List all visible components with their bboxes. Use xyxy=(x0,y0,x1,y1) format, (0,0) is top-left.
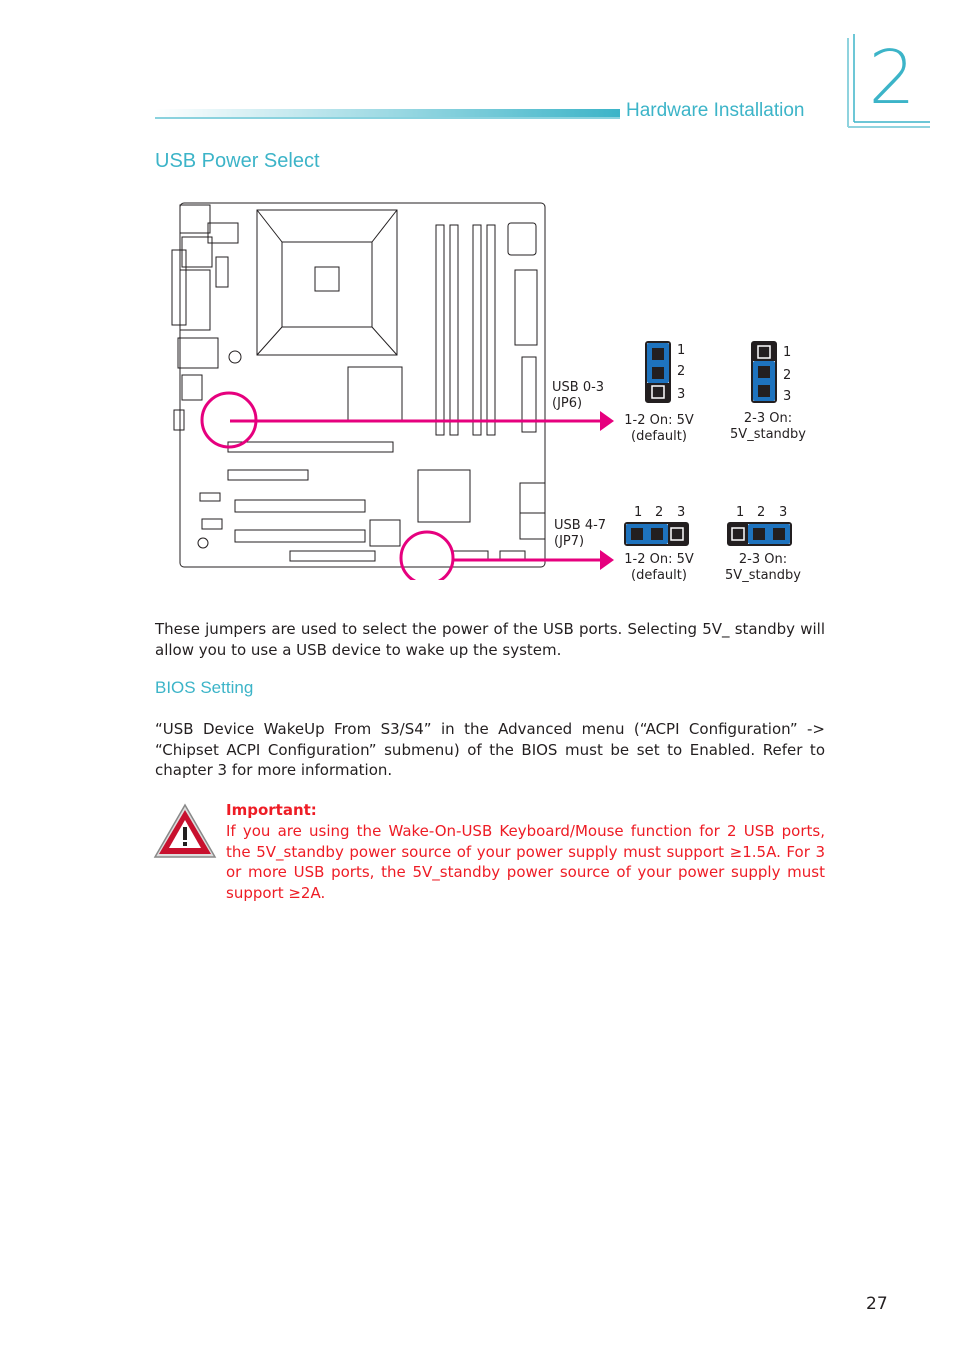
jp7-locator-circle xyxy=(399,530,455,580)
bios-paragraph: “USB Device WakeUp From S3/S4” in the Ad… xyxy=(155,720,825,779)
jp7-label-line1: USB 4-7 xyxy=(554,518,607,533)
warning-triangle-icon xyxy=(153,803,217,858)
jp6-opt1-line1: 1-2 On: 5V xyxy=(624,413,694,428)
jp6-label-line2: (JP6) xyxy=(552,396,583,411)
jp7-default-pin3-label: 3 xyxy=(677,505,686,520)
jp6-opt1-line2: (default) xyxy=(631,429,687,444)
jp6-standby-pin2-label: 2 xyxy=(783,368,792,383)
jp6-arrowhead xyxy=(600,411,614,431)
section-title: USB Power Select xyxy=(155,150,320,172)
important-label: Important: xyxy=(226,801,317,819)
motherboard-diagram xyxy=(171,202,546,580)
jp7-standby-pin3-label: 3 xyxy=(779,505,788,520)
jp7-default-pin1-label: 1 xyxy=(634,505,643,520)
jp6-jumper-default xyxy=(645,341,671,403)
jp7-opt2-line1: 2-3 On: xyxy=(738,552,788,567)
chapter-box xyxy=(847,34,930,128)
jp6-label-line1: USB 0-3 xyxy=(552,380,605,395)
jp7-default-pin2-label: 2 xyxy=(655,505,664,520)
jp7-jumper-standby xyxy=(727,522,792,546)
bios-setting-title: BIOS Setting xyxy=(155,678,254,697)
jp7-label: USB 4-7 (JP7) xyxy=(554,518,606,550)
chapter-number: 2 xyxy=(868,35,916,121)
jp6-opt2-caption: 2-3 On: 5V_standby xyxy=(718,411,818,443)
jp7-opt1-line1: 1-2 On: 5V xyxy=(624,552,694,567)
page-number: 27 xyxy=(866,1294,888,1314)
jp7-standby-pin2-label: 2 xyxy=(757,505,766,520)
jp7-jumper-default xyxy=(624,522,689,546)
jp7-opt1-line2: (default) xyxy=(631,568,687,583)
jp7-opt2-caption: 2-3 On: 5V_standby xyxy=(713,552,813,584)
jp6-label: USB 0-3 (JP6) xyxy=(552,380,604,412)
jp6-pin1-label: 1 xyxy=(677,343,686,358)
header-title: Hardware Installation xyxy=(626,100,805,121)
intro-paragraph: These jumpers are used to select the pow… xyxy=(155,620,825,659)
jp7-opt2-line2: 5V_standby xyxy=(725,568,801,583)
jp7-arrowhead xyxy=(600,550,614,570)
jp6-standby-pin1-label: 1 xyxy=(783,345,792,360)
important-text: If you are using the Wake-On-USB Keyboar… xyxy=(226,822,825,902)
header-rule xyxy=(155,109,620,119)
jp7-standby-pin1-label: 1 xyxy=(736,505,745,520)
jp6-standby-pin3-label: 3 xyxy=(783,389,792,404)
jp7-opt1-caption: 1-2 On: 5V (default) xyxy=(612,552,706,584)
jp6-pin3-label: 3 xyxy=(677,387,686,402)
jp6-opt2-line2: 5V_standby xyxy=(730,427,806,442)
board-outline xyxy=(179,202,546,568)
jp6-opt2-line1: 2-3 On: xyxy=(743,411,793,426)
jp6-opt1-caption: 1-2 On: 5V (default) xyxy=(612,413,706,445)
jp6-jumper-standby xyxy=(751,341,777,403)
callout-arrows xyxy=(230,411,614,570)
jp7-label-line2: (JP7) xyxy=(554,534,585,549)
jp6-pin2-label: 2 xyxy=(677,364,686,379)
